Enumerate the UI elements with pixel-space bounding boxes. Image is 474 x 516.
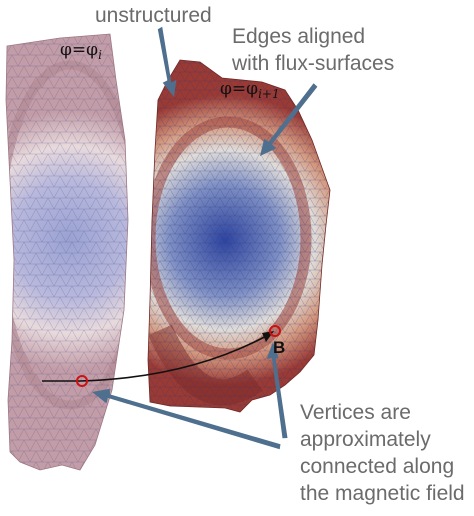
arrow-unstructured (157, 26, 177, 98)
phi-label-right: φ=φi+1 (220, 79, 280, 101)
annotation-vertices-line-3: connected along (300, 454, 455, 478)
phi-label-left-main: φ=φ (60, 40, 99, 60)
annotation-vertices-line-2: approximately (300, 427, 431, 451)
annotation-arrows (92, 26, 318, 450)
annotation-edges-line-2: with flux-surfaces (232, 51, 395, 75)
phi-label-right-main: φ=φ (220, 79, 259, 99)
annotation-vertices: Vertices are approximately connected alo… (300, 400, 465, 508)
arrow-vertices-left (92, 388, 281, 450)
phi-label-left-sub: i (98, 48, 102, 62)
annotation-edges-line-1: Edges aligned (232, 25, 366, 48)
vertex-marker-right (269, 325, 281, 337)
phi-label-right-sub: i+1 (258, 87, 280, 101)
phi-label-left: φ=φi (60, 40, 102, 62)
annotation-unstructured: unstructured (95, 4, 212, 27)
magnetic-field-line (42, 333, 271, 382)
annotation-vertices-line-4: the magnetic field (300, 481, 465, 505)
arrow-vertices-right (266, 342, 288, 439)
right-poloidal-plane (147, 59, 331, 413)
magnetic-field-label: B (273, 338, 286, 357)
vertex-marker-left (76, 375, 88, 387)
left-poloidal-plane (5, 33, 129, 471)
arrow-flux-surfaces (260, 83, 318, 156)
annotation-edges-aligned: Edges aligned with flux-surfaces (232, 24, 394, 78)
annotation-vertices-line-1: Vertices are (300, 401, 411, 424)
